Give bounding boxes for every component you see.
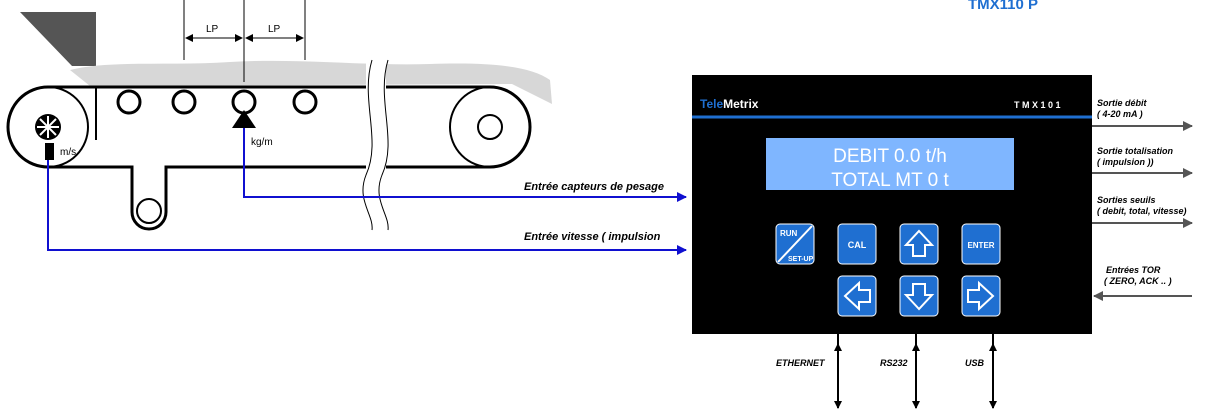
speed-sensor [45,143,54,160]
comm-port-stubs [837,334,994,344]
flow-output-label-2: ( 4-20 mA ) [1097,109,1143,119]
comm-port-arrows [834,343,997,409]
cal-label: CAL [848,240,867,250]
up-arrow-icon [903,229,935,257]
lcd-line-2: TOTAL MT 0 t [831,170,949,191]
usb-label: USB [965,358,985,368]
output-arrows [1092,121,1193,301]
down-arrow-key[interactable] [899,275,939,317]
hopper [20,12,96,66]
diagram-title: TMX110 P [968,0,1038,13]
down-arrow-icon [903,283,935,311]
flow-output-label-1: Sortie débit [1097,98,1148,108]
speed-unit-label: m/s [60,147,76,158]
run-setup-key[interactable]: RUN SET-UP [775,223,815,265]
enter-key[interactable]: ENTER [961,223,1001,265]
lp-dimensions [183,0,306,82]
lp-label-2: LP [268,24,281,35]
run-label: RUN [780,229,798,238]
lcd-display [766,138,1014,190]
take-up-roller [136,198,162,224]
lcd-line-1: DEBIT 0.0 t/h [833,146,947,167]
right-drum [449,86,531,168]
rs232-label: RS232 [880,358,908,368]
idler-rollers [116,89,318,115]
left-arrow-icon [843,280,871,312]
tor-input-label-2: ( ZERO, ACK .. ) [1104,276,1172,286]
total-output-label-2: ( impulsion )) [1097,157,1154,167]
brand-logo: TeleMetrix [700,97,759,111]
lp-label-1: LP [206,24,219,35]
threshold-output-label-1: Sorties seuils [1097,195,1156,205]
weighing-input-label: Entrée capteurs de pesage [524,181,664,193]
right-arrow-key[interactable] [961,275,1001,317]
conveyor-belt [6,85,532,231]
left-arrow-key[interactable] [837,275,877,317]
controller-panel [692,75,1092,334]
right-drum-hub [477,114,503,140]
up-arrow-key[interactable] [899,223,939,265]
model-label: T M X 1 0 1 [1014,100,1061,110]
threshold-output-label-2: ( debit, total, vitesse) [1097,206,1187,216]
ethernet-label: ETHERNET [776,358,826,368]
tor-input-label-1: Entrées TOR [1106,265,1161,275]
enter-label: ENTER [967,241,994,250]
material-layer [70,60,552,104]
brand-metrix: Metrix [723,97,759,111]
speed-sensor-spokes [37,116,59,138]
total-output-label-1: Sortie totalisation [1097,146,1174,156]
right-arrow-icon [967,280,995,312]
cal-key[interactable]: CAL [837,223,877,265]
load-unit-label: kg/m [251,137,273,148]
belt-break-marks [362,59,389,231]
load-cell [232,110,256,128]
setup-label: SET-UP [788,256,814,263]
belt-break-gap [366,60,386,230]
input-wires [47,128,687,255]
brand-tele: Tele [700,97,723,111]
speed-input-label: Entrée vitesse ( impulsion [524,231,661,243]
